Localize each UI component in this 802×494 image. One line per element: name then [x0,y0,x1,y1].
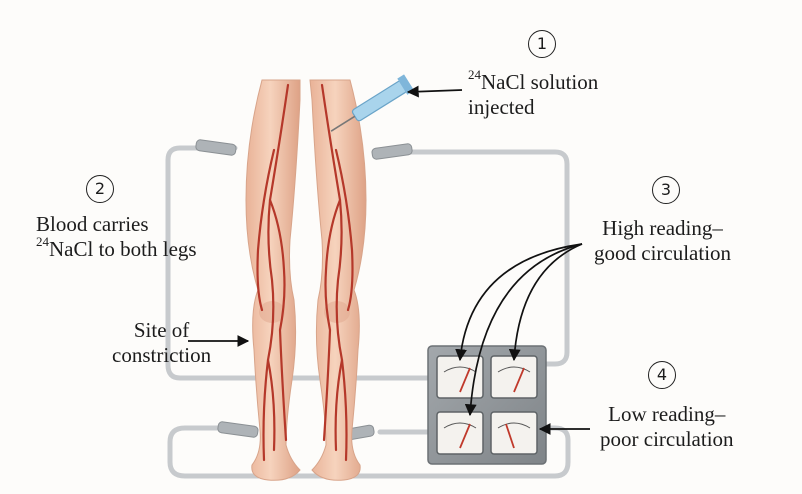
step-3-marker: 3 [652,176,680,204]
injection-label-line2: injected [468,95,534,119]
high-reading-line1: High reading– [602,216,723,240]
injection-label-line1: NaCl solution [481,70,598,94]
meter-top-left [437,356,483,398]
blood-label-line1: Blood carries [36,212,149,236]
arrow-to-syringe [408,90,462,92]
step-1-marker: 1 [528,30,556,58]
constriction-label: Site of constriction [112,318,211,368]
low-reading-label: Low reading– poor circulation [600,402,734,452]
meter-bottom-right [491,412,537,454]
step-4-marker: 4 [648,361,676,389]
isotope-number: 24 [36,234,49,249]
injection-label: 24NaCl solution injected [468,70,598,120]
step-2-marker: 2 [86,175,114,203]
high-reading-label: High reading– good circulation [594,216,731,266]
high-reading-line2: good circulation [594,241,731,265]
meter-panel [428,346,546,464]
tube-connectors [195,139,412,442]
arrow-high-1 [460,244,582,360]
isotope-number: 24 [468,67,481,82]
low-reading-line1: Low reading– [608,402,725,426]
blood-label-line2: NaCl to both legs [49,237,197,261]
meter-bottom-left [437,412,483,454]
meter-top-right [491,356,537,398]
constriction-label-line1: Site of [134,318,189,342]
blood-label: Blood carries 24NaCl to both legs [36,212,197,262]
constriction-label-line2: constriction [112,343,211,367]
low-reading-line2: poor circulation [600,427,734,451]
